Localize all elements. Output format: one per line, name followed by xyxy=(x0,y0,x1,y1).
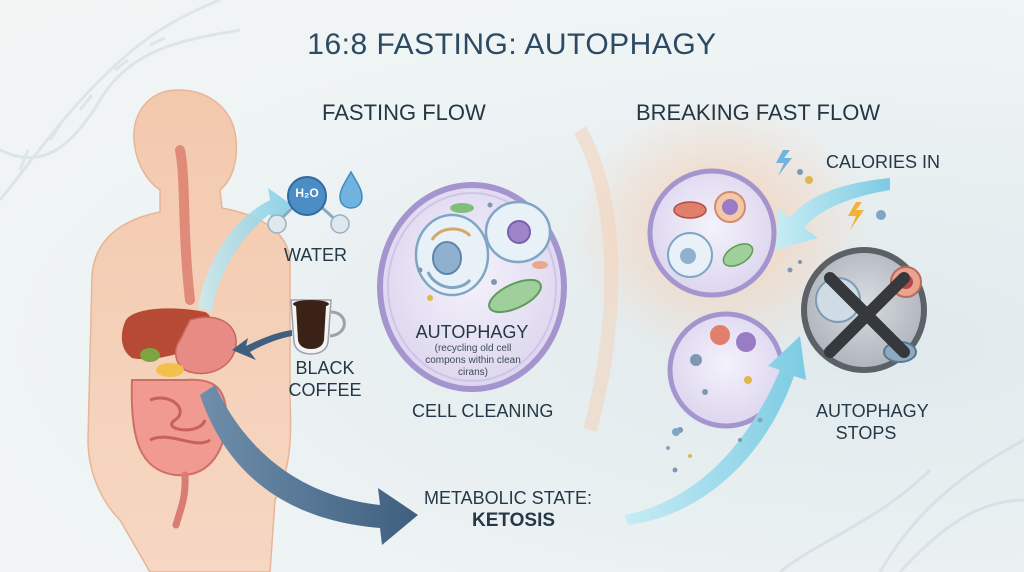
water-molecule-icon xyxy=(267,176,350,234)
particles xyxy=(666,169,886,473)
pancreas xyxy=(156,363,184,377)
fasting-flow-heading: FASTING FLOW xyxy=(322,100,486,125)
dna-helix-icon xyxy=(0,0,241,201)
breaking-fast-flow-heading: BREAKING FAST FLOW xyxy=(636,100,881,125)
coffee-arrow xyxy=(232,330,292,360)
autophagy-label: AUTOPHAGY xyxy=(415,322,529,342)
lightning-icon xyxy=(776,150,792,176)
coffee-label-line1: BLACK xyxy=(295,358,355,378)
metabolic-state-value: KETOSIS xyxy=(472,510,556,531)
water-drop-icon xyxy=(339,170,363,209)
calories-in-label: CALORIES IN xyxy=(826,152,941,172)
lightning-icon xyxy=(848,202,864,230)
cell-cleaning-label: CELL CLEANING xyxy=(412,401,554,421)
water-label: WATER xyxy=(284,245,347,265)
water-formula: H₂O xyxy=(295,186,319,200)
divider-arc xyxy=(573,126,619,432)
autophagy-cell xyxy=(377,182,567,392)
page-title: 16:8 FASTING: AUTOPHAGY xyxy=(307,28,717,61)
water-arrow xyxy=(198,188,292,312)
rising-arrow xyxy=(625,336,806,525)
esophagus xyxy=(175,145,195,305)
stomach xyxy=(174,316,237,375)
autophagy-caption: (recycling old cell compons within clean… xyxy=(425,343,521,378)
calories-arrow xyxy=(776,178,890,250)
coffee-cup-icon xyxy=(290,299,346,355)
intestines xyxy=(130,378,228,477)
coffee-label-line2: COFFEE xyxy=(288,380,362,400)
cell-upper xyxy=(647,168,777,298)
gallbladder xyxy=(140,348,160,362)
metabolic-state-label: METABOLIC STATE: xyxy=(424,488,593,508)
human-body xyxy=(87,89,292,572)
autophagy-stops-line1: AUTOPHAGY xyxy=(816,401,929,421)
cross-icon xyxy=(824,272,910,358)
ketosis-arrow xyxy=(200,385,418,545)
dna-helix-icon xyxy=(779,438,1024,572)
autophagy-stops-line2: STOPS xyxy=(835,423,897,443)
cell-lower xyxy=(667,311,785,429)
